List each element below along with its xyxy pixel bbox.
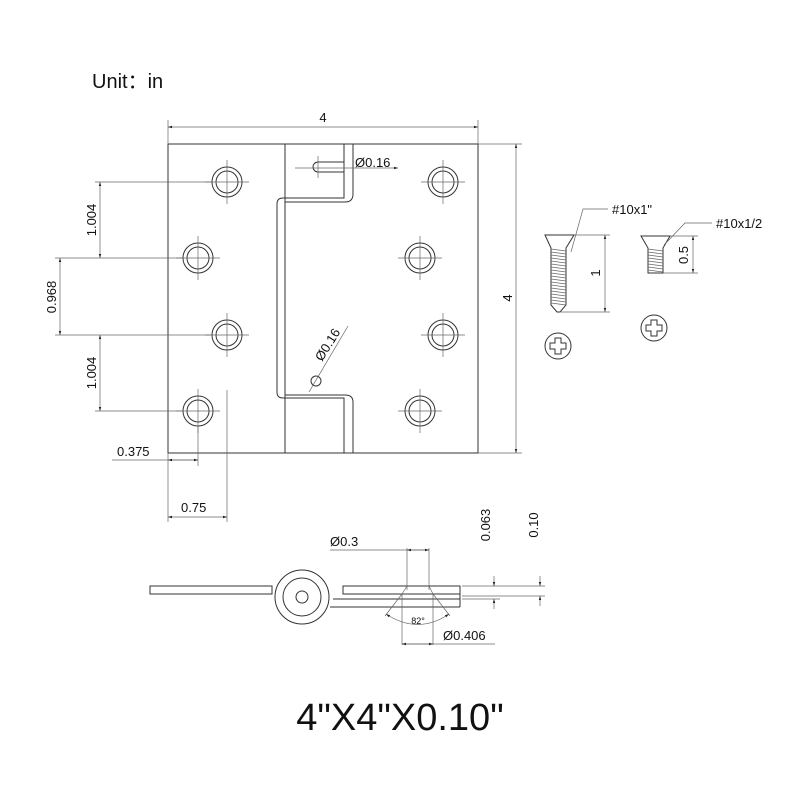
hole-spacing-2: 0.968	[44, 281, 59, 314]
edge-offset-2: 0.75	[181, 500, 206, 515]
screw-short-label: #10x1/2	[716, 216, 762, 231]
screw-holes	[176, 160, 465, 433]
countersink-inner-dim: Ø0.3	[330, 534, 358, 549]
screw-hole	[398, 236, 442, 280]
width-dim: 4	[319, 110, 326, 125]
size-title: 4"X4"X0.10"	[296, 697, 503, 739]
height-dim: 4	[500, 294, 515, 301]
screw-hole	[421, 160, 465, 204]
phillips-head-icon	[640, 314, 668, 342]
hole-spacing-3: 1.004	[84, 357, 99, 390]
screw-long-label: #10x1"	[612, 202, 652, 217]
hinge-front-view: Ø0.16 Ø0.16	[167, 143, 479, 454]
edge-offset-1: 0.375	[117, 444, 150, 459]
pin-hole-top-dim: Ø0.16	[355, 155, 390, 170]
unit-label: Unit：in	[92, 71, 163, 93]
screw-short: 0.5 #10x1/2	[640, 216, 762, 342]
screw-long: 1 #10x1"	[544, 202, 652, 360]
countersink-outer-dim: Ø0.406	[443, 628, 486, 643]
leaf-thickness-dim: 0.063	[478, 509, 493, 542]
screw-hole	[398, 389, 442, 433]
screw-hole	[421, 313, 465, 357]
total-thickness-dim: 0.10	[526, 512, 541, 537]
screw-short-length: 0.5	[676, 246, 691, 264]
phillips-head-icon	[544, 332, 572, 360]
hinge-side-view: Ø0.3 82° Ø0.406 0.063 0.10	[149, 509, 545, 646]
pin-hole-bottom-dim: Ø0.16	[312, 326, 343, 364]
screw-long-length: 1	[588, 269, 603, 276]
hole-spacing-1: 1.004	[84, 204, 99, 237]
countersink-angle: 82°	[411, 616, 425, 626]
